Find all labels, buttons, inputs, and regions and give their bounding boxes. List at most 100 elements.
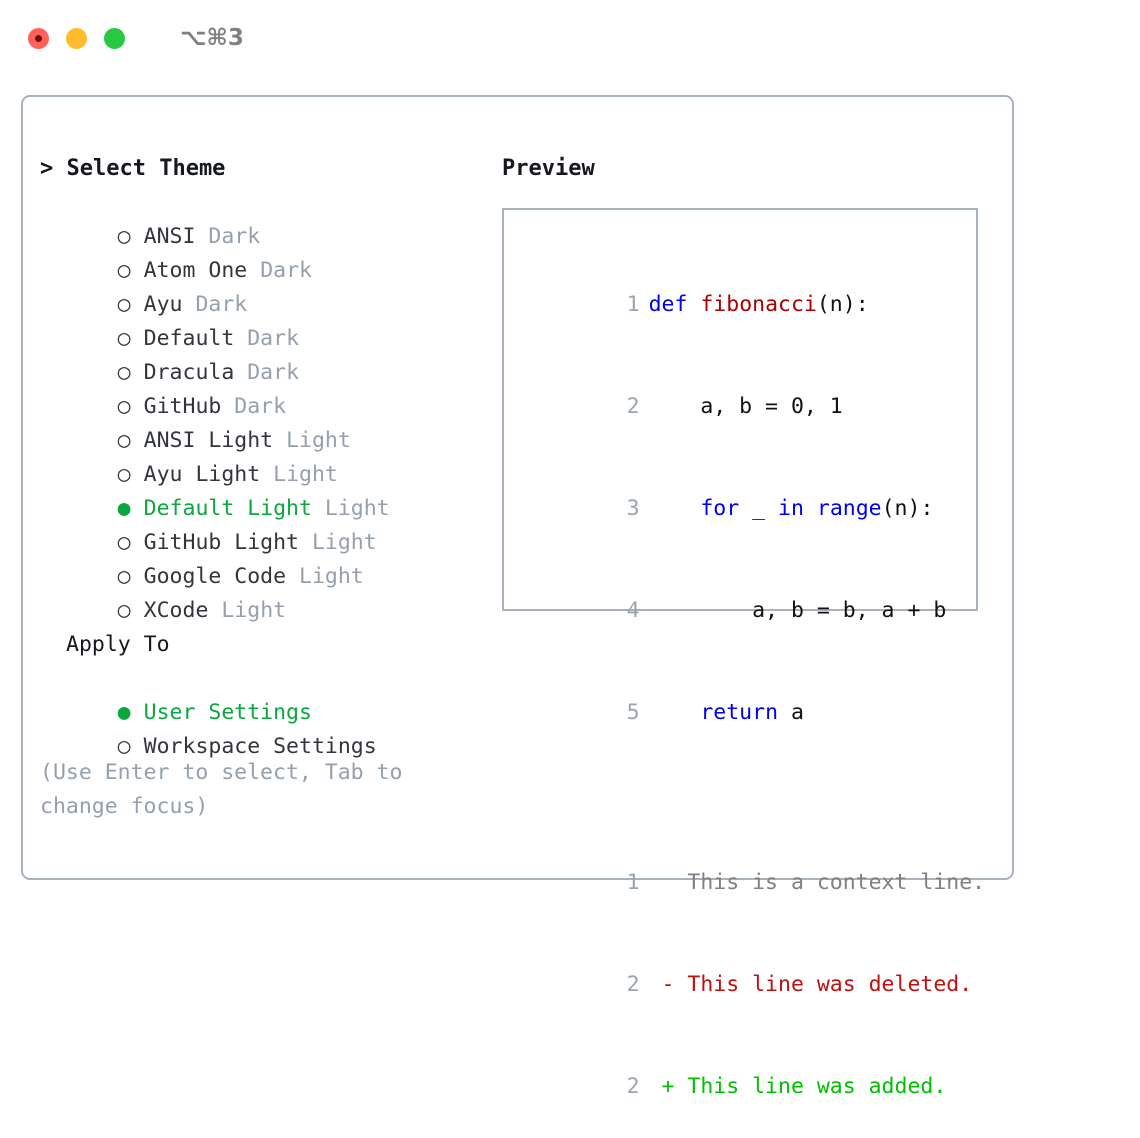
- radio-icon[interactable]: ○: [117, 360, 131, 385]
- theme-name: Default Light: [143, 496, 312, 521]
- theme-name: GitHub Light: [143, 530, 300, 555]
- theme-kind-label: Dark: [260, 258, 312, 283]
- line-number: 3: [626, 496, 640, 521]
- code-line: 1 def fibonacci(n):: [514, 254, 976, 356]
- theme-kind-label: Light: [286, 428, 351, 453]
- apply-to-option-label: User Settings: [143, 700, 312, 725]
- radio-icon[interactable]: ○: [117, 428, 131, 453]
- theme-option-ansi-light[interactable]: ○ ANSI Light Light: [40, 390, 490, 453]
- code-token: (n):: [816, 292, 869, 317]
- maximize-button[interactable]: [104, 27, 125, 49]
- code-token: in: [778, 496, 804, 521]
- line-number: 1: [626, 870, 640, 895]
- apply-to-option-workspace-settings[interactable]: ○Workspace Settings: [40, 696, 490, 759]
- theme-option-github-light[interactable]: ○ GitHub Light Light: [40, 492, 490, 555]
- apply-to-option-user-settings[interactable]: ● User Settings: [40, 662, 490, 725]
- code-line: 3 for _ in range(n):: [514, 458, 976, 560]
- line-number: 4: [626, 598, 640, 623]
- theme-kind-label: Light: [311, 530, 377, 555]
- code-line: 4 a, b = b, a + b: [514, 560, 976, 662]
- radio-icon[interactable]: ○: [117, 394, 131, 419]
- diff-text: This is a context line.: [648, 870, 986, 895]
- minimize-button[interactable]: [66, 27, 87, 49]
- theme-option-atom-one-dark[interactable]: ○ Atom One Dark: [40, 220, 490, 283]
- radio-icon[interactable]: ○: [117, 292, 131, 317]
- theme-option-default-dark[interactable]: ○ Default Dark: [40, 288, 490, 351]
- diff-text: + This line was added.: [648, 1074, 947, 1099]
- code-token: def: [648, 292, 688, 317]
- theme-name: Atom One: [143, 258, 248, 283]
- theme-option-xcode[interactable]: ○ XCode Light: [40, 560, 490, 623]
- radio-selected-icon[interactable]: ●: [117, 496, 131, 521]
- code-line: 2 a, b = 0, 1: [514, 356, 976, 458]
- radio-icon[interactable]: ○: [117, 530, 131, 555]
- theme-kind-label: Dark: [195, 292, 248, 317]
- keyboard-hint-text: (Use Enter to select, Tab to change focu…: [40, 760, 403, 819]
- theme-list-header: > Select Theme: [40, 156, 226, 181]
- code-token: [649, 700, 701, 725]
- theme-name: Ayu: [143, 292, 183, 317]
- code-token: [687, 292, 700, 317]
- line-number: 2: [626, 394, 640, 419]
- theme-name: Dracula: [143, 360, 235, 385]
- theme-kind-label: Dark: [247, 326, 300, 351]
- theme-kind-label: Light: [324, 496, 390, 521]
- code-token: a, b = 0, 1: [648, 394, 843, 419]
- theme-name: Google Code: [143, 564, 287, 589]
- theme-option-ayu-dark[interactable]: ○ Ayu Dark: [40, 254, 490, 317]
- code-token: return: [700, 700, 779, 725]
- line-number: 5: [626, 700, 640, 725]
- diff-line-deleted: 2 - This line was deleted.: [514, 934, 976, 1036]
- preview-pane: Preview 1 def fibonacci(n): 2 a, b = 0, 1…: [502, 152, 992, 1099]
- radio-icon[interactable]: ○: [117, 598, 131, 623]
- radio-icon[interactable]: ○: [117, 462, 131, 487]
- code-token: for: [700, 496, 740, 521]
- diff-text: - This line was deleted.: [648, 972, 973, 997]
- code-token: [804, 496, 817, 521]
- theme-kind-label: Dark: [247, 360, 300, 385]
- theme-kind-label: Light: [299, 564, 364, 589]
- code-token: range: [816, 496, 882, 521]
- theme-name: XCode: [143, 598, 209, 623]
- code-token: a: [778, 700, 804, 725]
- diff-line-added: 2 + This line was added.: [514, 1036, 976, 1138]
- radio-icon[interactable]: ○: [117, 734, 131, 759]
- main-panel: > Select Theme ○ ANSI Dark ○ Atom One Dark…: [21, 95, 1014, 1099]
- preview-title: Preview: [502, 156, 595, 181]
- theme-option-ansi-dark[interactable]: ○ ANSI Dark: [40, 186, 490, 249]
- code-token: a, b = b, a + b: [648, 598, 947, 623]
- theme-kind-label: Dark: [208, 224, 261, 249]
- theme-option-google-code[interactable]: ○ Google Code Light: [40, 526, 490, 589]
- theme-name: Ayu Light: [143, 462, 261, 487]
- title-bar: ⌥⌘3: [0, 0, 1140, 76]
- line-number: 2: [626, 1074, 640, 1099]
- spacer: [514, 798, 976, 832]
- line-number: 1: [626, 292, 640, 317]
- theme-name: ANSI: [143, 224, 196, 249]
- radio-icon[interactable]: ○: [117, 258, 131, 283]
- theme-name: ANSI Light: [143, 428, 274, 453]
- theme-name: Default: [143, 326, 235, 351]
- keyboard-shortcut-label: ⌥⌘3: [180, 25, 244, 51]
- theme-picker: > Select Theme ○ ANSI Dark ○ Atom One Dark…: [40, 152, 490, 824]
- diff-line-context: 1 This is a context line.: [514, 832, 986, 934]
- line-number: 2: [626, 972, 640, 997]
- preview-code-box: 1 def fibonacci(n): 2 a, b = 0, 1 3 for _…: [502, 208, 985, 1099]
- radio-icon[interactable]: ○: [117, 564, 131, 589]
- code-token: fibonacci: [700, 292, 817, 317]
- theme-option-ayu-light[interactable]: ○ Ayu Light Light: [40, 424, 490, 487]
- theme-option-default-light[interactable]: ● Default Light Light: [40, 458, 490, 521]
- theme-option-github-dark[interactable]: ○GitHub Dark: [40, 356, 490, 419]
- theme-option-dracula-dark[interactable]: ○ Dracula Dark: [40, 322, 490, 385]
- radio-icon[interactable]: ○: [117, 224, 131, 249]
- code-token: [649, 496, 701, 521]
- code-line: 5 return a: [514, 662, 976, 764]
- radio-icon[interactable]: ○: [117, 326, 131, 351]
- theme-kind: [195, 224, 208, 249]
- theme-kind-label: Dark: [234, 394, 287, 419]
- apply-to-title: Apply To: [66, 632, 170, 657]
- theme-kind-label: Light: [273, 462, 338, 487]
- close-button[interactable]: [28, 27, 49, 49]
- radio-selected-icon[interactable]: ●: [117, 700, 131, 725]
- window-controls: [28, 27, 125, 49]
